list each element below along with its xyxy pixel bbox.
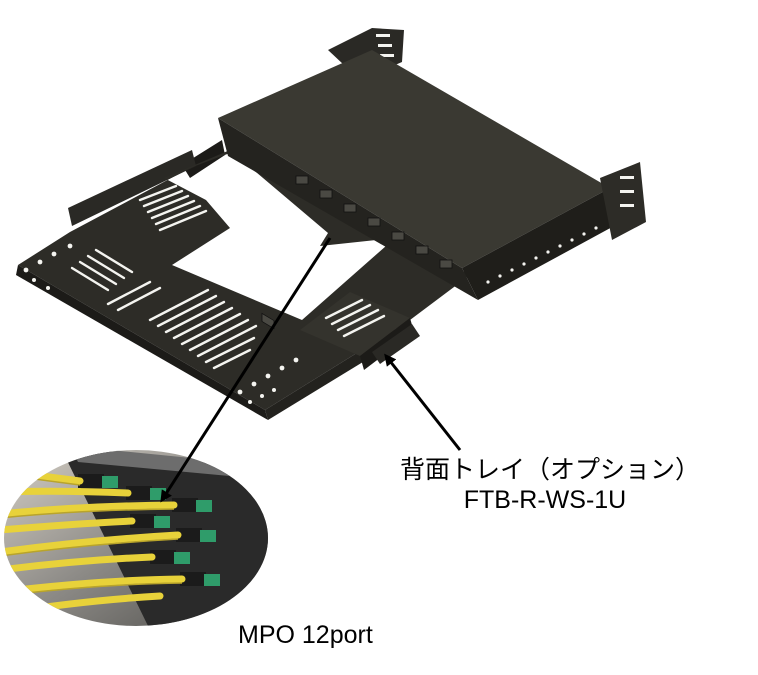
mpo-connector-label: MPO 12port <box>238 621 373 649</box>
tray-bracket-end <box>372 324 420 364</box>
chassis-front-panel <box>462 188 614 300</box>
chassis <box>218 28 646 330</box>
adapter-ports <box>261 175 453 330</box>
front-panel-holes <box>486 226 598 284</box>
tray-front-lip <box>16 265 268 420</box>
chassis-top <box>218 50 610 268</box>
front-rack-ear <box>600 162 646 240</box>
fiber-connector-photo <box>4 450 268 626</box>
tray-caption: 背面トレイ（オプション） FTB-R-WS-1U <box>400 455 701 515</box>
arrow-icon <box>160 237 332 503</box>
rear-ear-holes <box>376 34 394 57</box>
tray-mounting-holes <box>23 243 299 404</box>
tray-model-label: FTB-R-WS-1U <box>463 486 627 514</box>
tray-back-wall <box>182 140 225 178</box>
fiber-cables <box>4 466 186 616</box>
tray-name-label: 背面トレイ（オプション） <box>400 456 701 484</box>
tray-left-wall <box>68 150 196 226</box>
mpo-connectors <box>78 474 220 586</box>
tray-vent-slots <box>70 184 386 370</box>
front-ear-holes <box>620 176 634 207</box>
arrow-icon <box>384 353 462 451</box>
tray-side-bracket <box>300 292 410 356</box>
